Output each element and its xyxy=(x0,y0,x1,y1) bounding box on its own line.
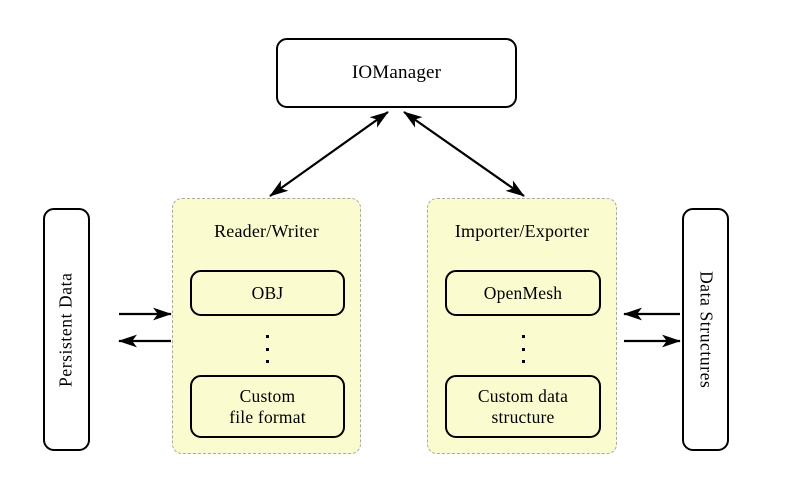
ellipsis-importer-exporter xyxy=(521,335,525,363)
node-custom-data-structure-line1: Custom data xyxy=(477,385,569,406)
node-data-structures-label: Data Structures xyxy=(696,270,717,389)
arrow-manager-reader-writer xyxy=(269,111,389,197)
arrow-manager-importer-exporter xyxy=(403,111,525,197)
node-custom-data-structure[interactable]: Custom data structure xyxy=(445,375,601,438)
group-importer-exporter-title: Importer/Exporter xyxy=(454,221,590,241)
node-data-structures[interactable]: Data Structures xyxy=(682,208,729,451)
group-reader-writer-title: Reader/Writer xyxy=(214,221,319,241)
node-openmesh-label: OpenMesh xyxy=(483,282,563,303)
ellipsis-reader-writer xyxy=(265,335,269,363)
node-persistent-data-label: Persistent Data xyxy=(55,272,76,387)
node-obj[interactable]: OBJ xyxy=(190,270,345,316)
node-custom-file-format-line2: file format xyxy=(229,406,306,427)
node-openmesh[interactable]: OpenMesh xyxy=(445,270,601,316)
group-importer-exporter: Importer/Exporter OpenMesh Custom data s… xyxy=(427,198,617,454)
node-iomanager-label: IOManager xyxy=(351,62,442,83)
node-persistent-data[interactable]: Persistent Data xyxy=(43,208,90,451)
group-reader-writer: Reader/Writer OBJ Custom file format xyxy=(172,198,361,454)
node-custom-data-structure-line2: structure xyxy=(491,406,555,427)
node-custom-file-format-line1: Custom xyxy=(239,385,296,406)
node-iomanager[interactable]: IOManager xyxy=(276,38,517,108)
node-obj-label: OBJ xyxy=(251,282,284,303)
node-custom-file-format[interactable]: Custom file format xyxy=(190,375,345,438)
